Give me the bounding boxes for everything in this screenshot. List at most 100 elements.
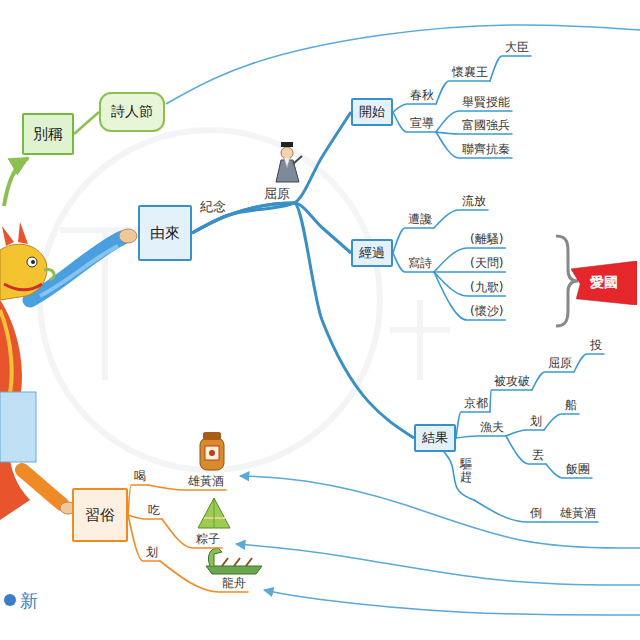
branch-word: 寫詩 <box>408 256 432 271</box>
dragon-mascot <box>4 284 42 290</box>
branch-line <box>544 521 598 523</box>
branch-word: 遭讒 <box>408 212 432 227</box>
branch-word: 喝 <box>134 469 146 484</box>
branch-line <box>393 112 436 132</box>
branch-line <box>434 248 505 272</box>
wine-jar-icon <box>205 446 219 460</box>
branch-line <box>436 132 512 158</box>
watermark-logo <box>390 300 450 380</box>
branch-line <box>434 272 505 296</box>
link-arrow <box>264 590 640 615</box>
watermark-logo <box>40 130 450 470</box>
branch-connector <box>192 203 414 438</box>
branch-word: 流放 <box>462 194 486 209</box>
wine-jar-icon <box>200 438 224 470</box>
zongzi-icon <box>198 498 230 528</box>
branch-line <box>474 500 544 522</box>
branch-word: (離騷) <box>470 232 503 247</box>
branch-word: 大臣 <box>505 40 529 55</box>
dragon-mascot <box>44 270 54 280</box>
branch-label: 屈原 <box>264 186 290 202</box>
dragon-mascot <box>31 260 35 264</box>
dragon-mascot <box>119 229 137 243</box>
branch-word: 投 <box>590 338 602 353</box>
qu-yuan-figure <box>293 156 302 164</box>
branch-word: 懷襄王 <box>452 65 488 80</box>
dragon-mascot <box>22 470 62 504</box>
branch-word: (懷沙) <box>470 304 503 319</box>
branch-line <box>162 519 222 548</box>
dragon-mascot <box>2 226 14 246</box>
qu-yuan-figure <box>281 142 293 147</box>
link-arrow <box>236 544 640 585</box>
branch-word: 雄黃酒 <box>188 474 224 489</box>
branch-word: 屈原 <box>548 356 572 371</box>
branch-word: 划 <box>146 545 158 560</box>
dragon-mascot <box>27 257 37 267</box>
dragon-mascot <box>0 392 36 462</box>
branch-line <box>128 515 160 561</box>
node-text: 結果 <box>422 429 448 447</box>
branch-line <box>490 390 532 412</box>
branch-connector <box>74 112 99 134</box>
alias-box: 別稱 <box>22 113 74 155</box>
branch-line <box>128 485 148 515</box>
branch-word: (天問) <box>470 256 503 271</box>
topic-box: 詩人節 <box>99 92 165 132</box>
logo-mark <box>4 594 16 606</box>
dragon-mascot <box>0 244 47 300</box>
qu-yuan-figure <box>284 158 290 168</box>
zongzi-icon <box>214 498 215 528</box>
branch-word: 驅趕 <box>460 458 472 484</box>
branch-line <box>393 253 434 272</box>
branch-line <box>490 56 531 81</box>
branch-word: 船 <box>565 398 577 413</box>
stage-box: 經過 <box>351 239 393 267</box>
dragon-mascot <box>18 222 28 244</box>
branch-word: 飯團 <box>566 462 590 477</box>
branch-line <box>434 210 488 228</box>
branch-line <box>160 561 248 592</box>
link-arrow <box>240 476 640 548</box>
node-text: 經過 <box>359 244 385 262</box>
dragon-boat-icon <box>206 548 262 574</box>
banner-shape <box>571 261 637 305</box>
dragon-mascot <box>40 246 118 296</box>
banner: 愛國 <box>571 261 637 305</box>
node-text: 詩人節 <box>111 103 153 121</box>
node-text: 愛國 <box>590 274 618 292</box>
branch-line <box>574 354 604 372</box>
link-arrow <box>166 25 640 104</box>
branch-line <box>436 132 512 134</box>
branch-word: 宣導 <box>410 116 434 131</box>
branch-word: 京都 <box>464 396 488 411</box>
wine-jar-icon <box>203 432 221 440</box>
branch-word: 春秋 <box>410 88 434 103</box>
qu-yuan-figure <box>281 147 293 159</box>
branch-line <box>444 452 474 500</box>
dragon-mascot <box>0 222 137 520</box>
branch-word: 吃 <box>148 503 160 518</box>
logo-text: 新 <box>20 590 38 611</box>
dragon-boat-icon <box>206 566 262 574</box>
stage-box: 開始 <box>351 98 393 126</box>
node-text: 別稱 <box>33 125 63 144</box>
branch-word: 划 <box>530 414 542 429</box>
branch-line <box>434 272 505 320</box>
branch-word: 雄黃酒 <box>560 506 596 521</box>
branch-label: 紀念 <box>200 199 226 215</box>
watermark-logo <box>40 130 380 470</box>
node-text: 由來 <box>150 224 180 243</box>
dragon-boat-icon <box>208 548 222 566</box>
branch-word: 舉賢授能 <box>462 95 510 110</box>
dragon-boat-icon <box>222 558 252 566</box>
branch-line <box>393 104 436 112</box>
origin-box: 由來 <box>138 205 192 261</box>
node-text: 習俗 <box>85 506 115 525</box>
branch-line <box>506 436 546 464</box>
wine-jar-icon <box>200 432 224 470</box>
qu-yuan-figure <box>276 142 302 182</box>
branch-line <box>532 372 574 390</box>
